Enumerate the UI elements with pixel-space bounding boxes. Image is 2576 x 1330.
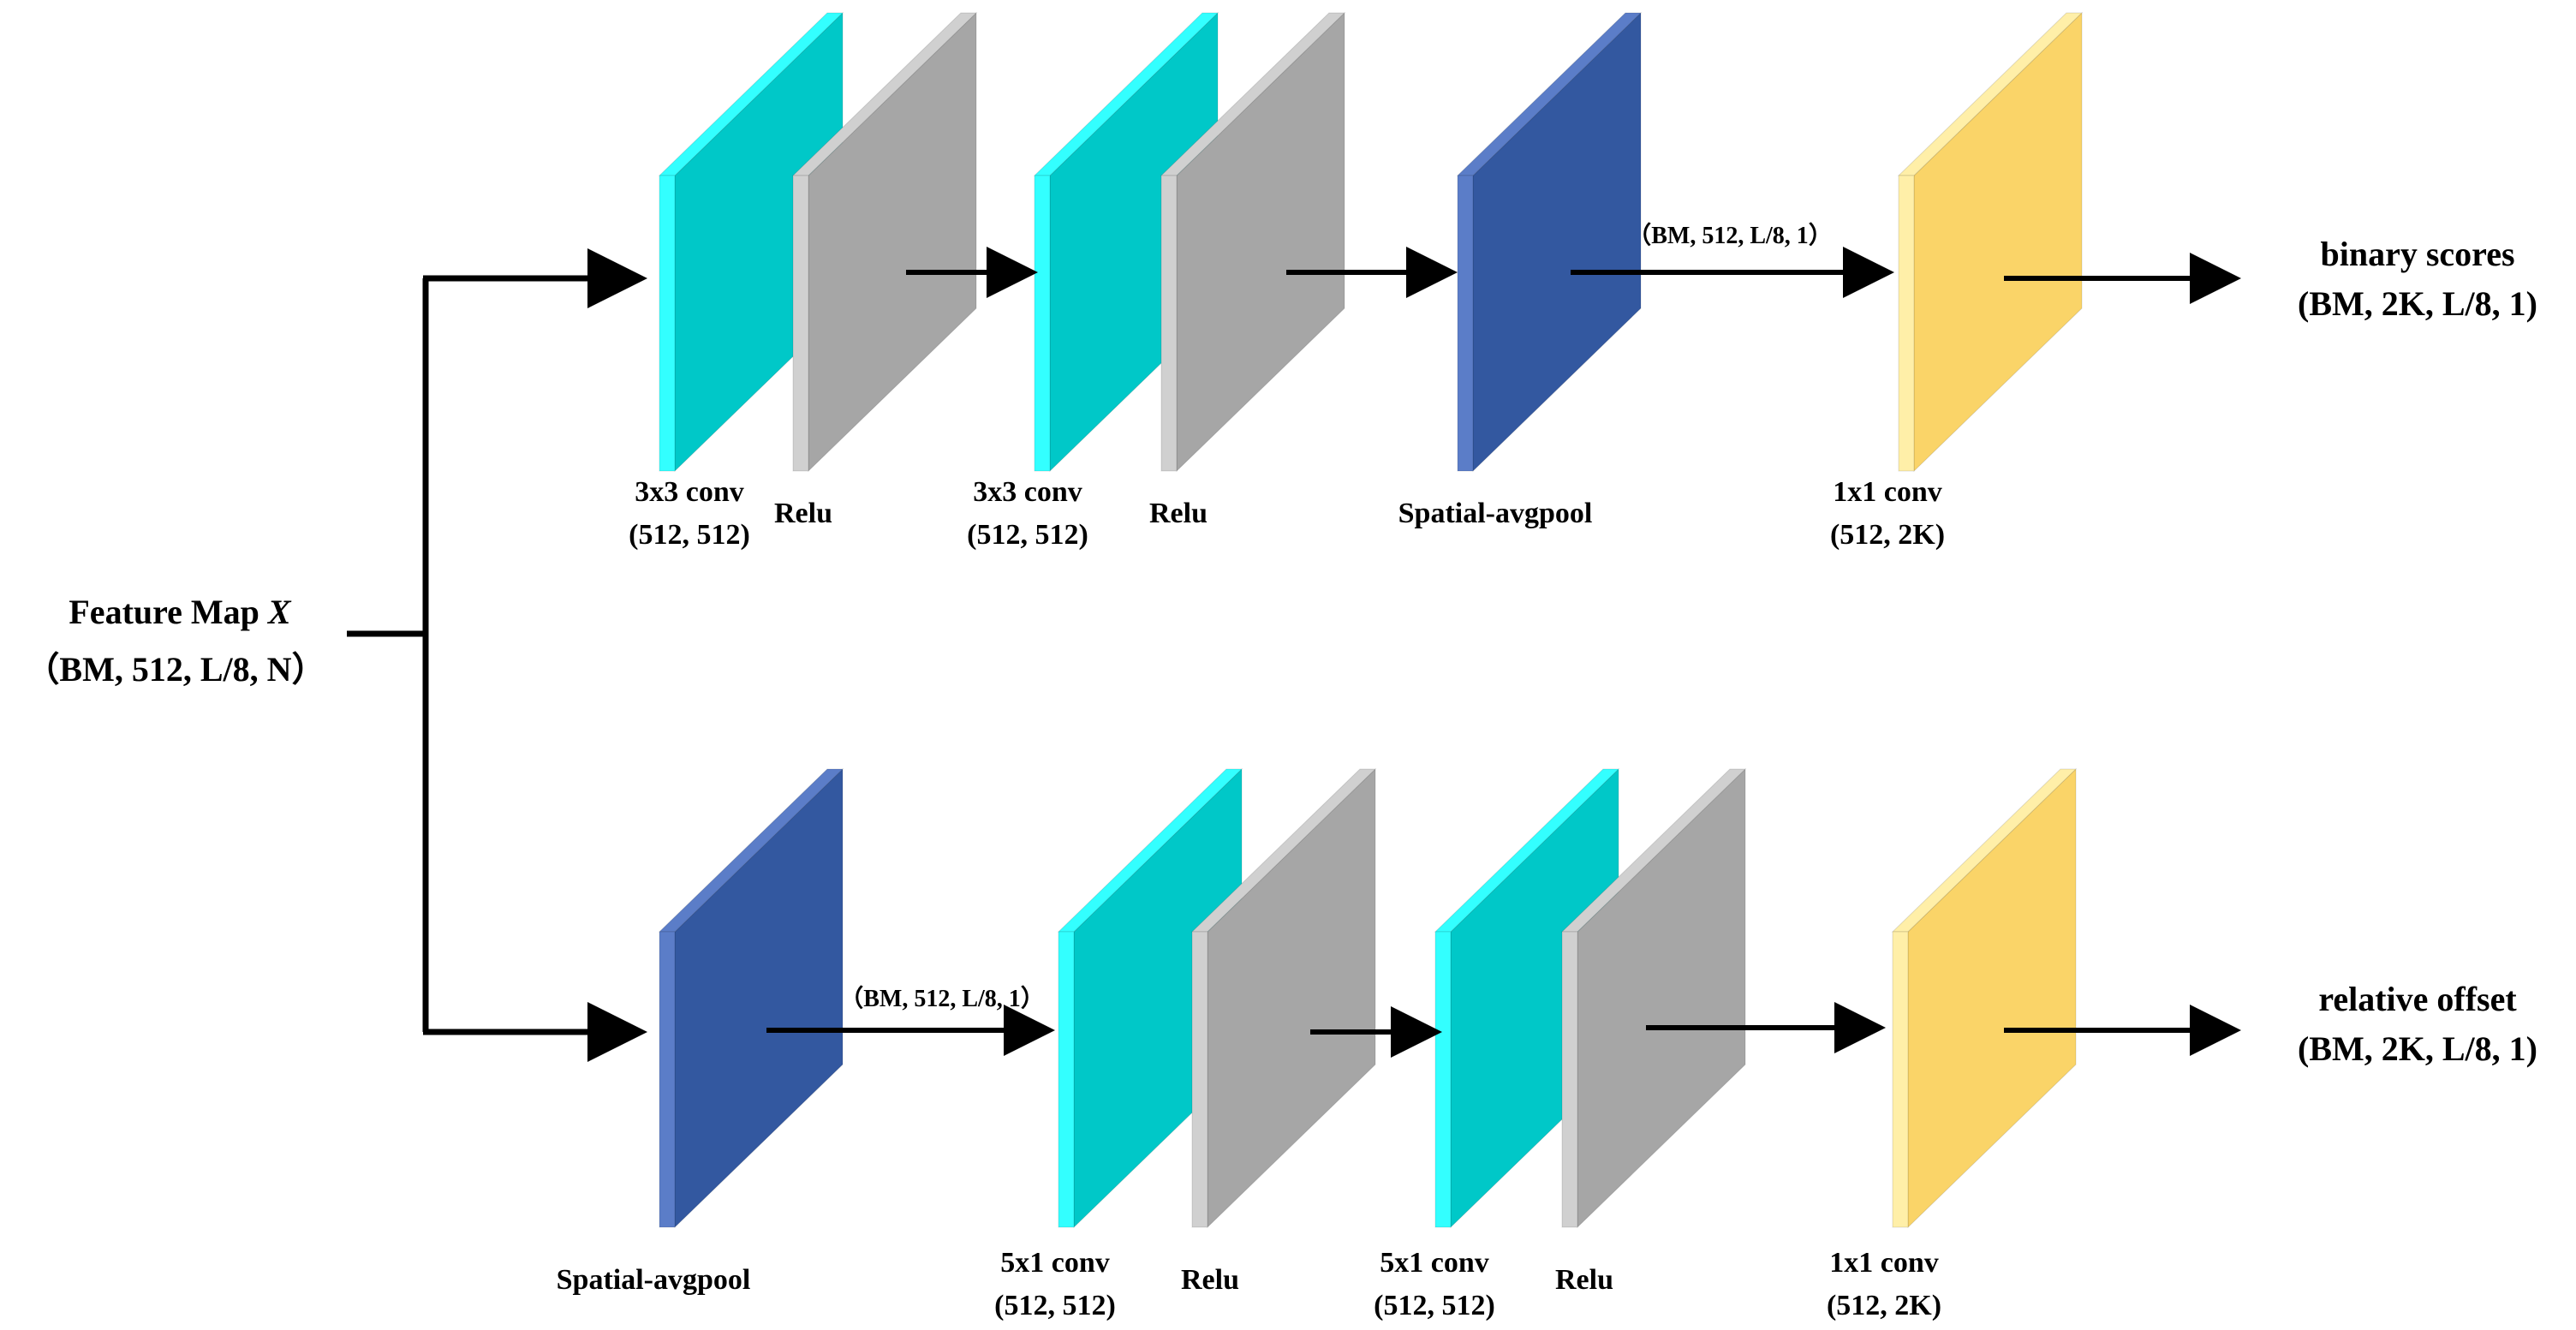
bottom-conv2-label: 5x1 conv <box>1380 1247 1489 1279</box>
top-output-title: binary scores <box>2320 235 2514 273</box>
bottom-conv1x1-5-front-edge <box>1892 931 1909 1228</box>
top-relu2-label: Relu <box>1149 498 1208 529</box>
bottom-conv1-label: 5x1 conv <box>1000 1247 1110 1279</box>
top-pool-output-shape: （BM, 512, L/8, 1） <box>1627 221 1833 249</box>
top-conv2-shape: (512, 512) <box>967 519 1088 551</box>
top-relu-3-front-edge <box>1160 175 1178 472</box>
input-shape: （BM, 512, L/8, N） <box>25 650 325 689</box>
top-conv1-shape: (512, 512) <box>629 519 750 551</box>
bottom-pool-output-shape: （BM, 512, L/8, 1） <box>839 984 1045 1012</box>
bottom-output-shape: (BM, 2K, L/8, 1) <box>2298 1029 2537 1068</box>
bottom-pool-0-front-edge <box>659 931 676 1228</box>
bottom-conv1x1-shape: (512, 2K) <box>1827 1290 1941 1321</box>
layer-slabs <box>658 11 2084 1229</box>
bottom-relu-4-front-edge <box>1561 931 1578 1228</box>
top-conv2-label: 3x3 conv <box>973 476 1082 508</box>
top-conv1-label: 3x3 conv <box>635 476 744 508</box>
top-conv1x1-label: 1x1 conv <box>1833 476 1942 508</box>
bottom-conv2-shape: (512, 512) <box>1374 1290 1495 1321</box>
top-pool-label: Spatial-avgpool <box>1398 498 1593 529</box>
bottom-output-title: relative offset <box>2318 980 2517 1018</box>
bottom-conv1x1-label: 1x1 conv <box>1829 1247 1939 1279</box>
top-output-shape: (BM, 2K, L/8, 1) <box>2298 284 2537 323</box>
bottom-relu1-label: Relu <box>1181 1264 1239 1296</box>
input-title: Feature Map X <box>69 593 292 631</box>
bottom-relu-2-front-edge <box>1191 931 1208 1228</box>
top-relu1-label: Relu <box>774 498 832 529</box>
top-conv1x1-shape: (512, 2K) <box>1830 519 1945 551</box>
bottom-conv-1-front-edge <box>1058 931 1075 1228</box>
bottom-conv-3-front-edge <box>1434 931 1452 1228</box>
top-conv-2-front-edge <box>1034 175 1051 472</box>
top-relu-1-front-edge <box>792 175 809 472</box>
bottom-relu2-label: Relu <box>1555 1264 1613 1296</box>
bottom-conv1-shape: (512, 512) <box>994 1290 1116 1321</box>
connectors <box>347 247 2241 1062</box>
top-pool-4-front-edge <box>1457 175 1474 472</box>
bottom-pool-label: Spatial-avgpool <box>557 1264 751 1296</box>
top-conv1x1-5-front-edge <box>1898 175 1915 472</box>
top-conv-0-front-edge <box>659 175 676 472</box>
